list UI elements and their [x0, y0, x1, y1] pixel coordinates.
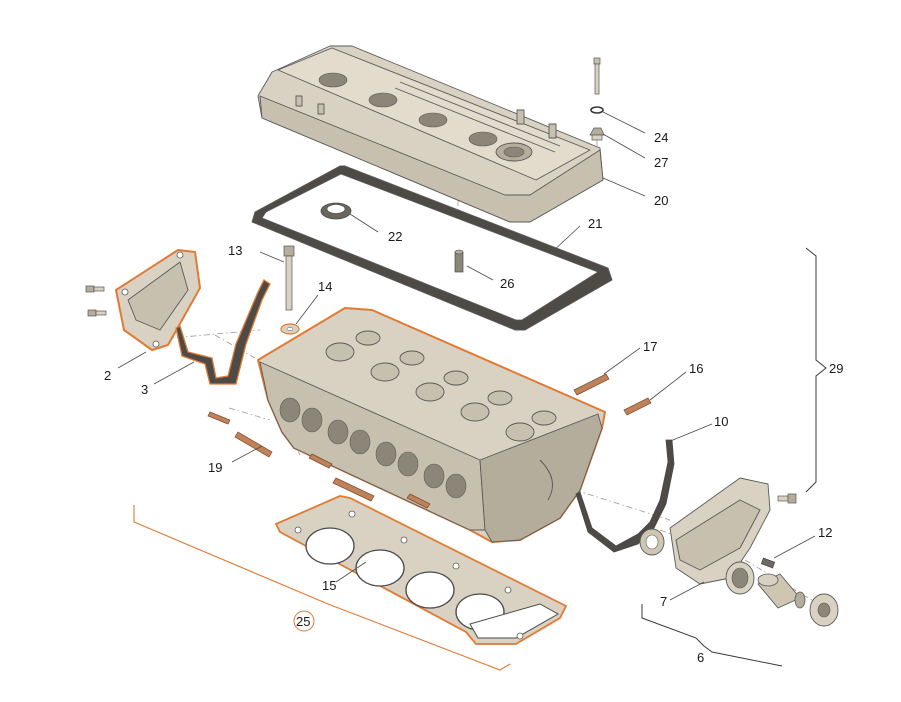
bracket-29: [805, 247, 827, 493]
callout-16: 16: [689, 361, 703, 376]
callout-20: 20: [654, 193, 668, 208]
callout-14: 14: [318, 279, 332, 294]
cam-sensor-part[interactable]: [757, 573, 806, 609]
callout-6: 6: [697, 650, 704, 665]
callout-3: 3: [141, 382, 148, 397]
leader-lines: [117, 111, 816, 601]
front-gasket-part[interactable]: [175, 279, 271, 385]
cover-grommet-part[interactable]: [589, 127, 605, 141]
bracket-25: [133, 505, 511, 671]
callout-10: 10: [714, 414, 728, 429]
housing-bolt-part[interactable]: [777, 493, 797, 504]
callout-19: 19: [208, 460, 222, 475]
exhaust-studs-part[interactable]: [207, 411, 431, 509]
callout-7: 7: [660, 594, 667, 609]
spark-plug-seal-part[interactable]: [320, 202, 352, 220]
bracket-6: [641, 604, 783, 667]
stud-16-part[interactable]: [623, 397, 652, 416]
callout-13: 13: [228, 243, 242, 258]
callout-21: 21: [588, 216, 602, 231]
valve-cover-part[interactable]: [257, 45, 604, 223]
callout-25: 25: [296, 614, 310, 629]
head-bolt-part[interactable]: [283, 245, 295, 311]
sensor-12-part[interactable]: [760, 557, 776, 569]
cover-bolt-part[interactable]: [593, 57, 601, 95]
cover-washer-part[interactable]: [590, 106, 604, 114]
rear-housing-part[interactable]: [639, 477, 771, 595]
callout-25-circle: [293, 610, 315, 632]
callout-26: 26: [500, 276, 514, 291]
callout-15: 15: [322, 578, 336, 593]
cover-plate-bolts-part[interactable]: [85, 285, 107, 317]
callout-29: 29: [829, 361, 843, 376]
stud-17-part[interactable]: [573, 373, 610, 396]
callout-12: 12: [818, 525, 832, 540]
callout-24: 24: [654, 130, 668, 145]
callout-2: 2: [104, 368, 111, 383]
cam-hub-part[interactable]: [809, 593, 839, 627]
callout-22: 22: [388, 229, 402, 244]
callout-27: 27: [654, 155, 668, 170]
cylinder-head-part[interactable]: [257, 307, 606, 543]
dowel-pin-part[interactable]: [454, 249, 464, 273]
callout-17: 17: [643, 339, 657, 354]
callout-labels: 24 27 20 21 22 26 13 14 2 3 17 16 29 10 …: [104, 130, 843, 665]
head-bolt-washer-part[interactable]: [280, 323, 300, 335]
head-gasket-part[interactable]: [274, 495, 568, 645]
front-cover-plate-part[interactable]: [115, 249, 201, 351]
